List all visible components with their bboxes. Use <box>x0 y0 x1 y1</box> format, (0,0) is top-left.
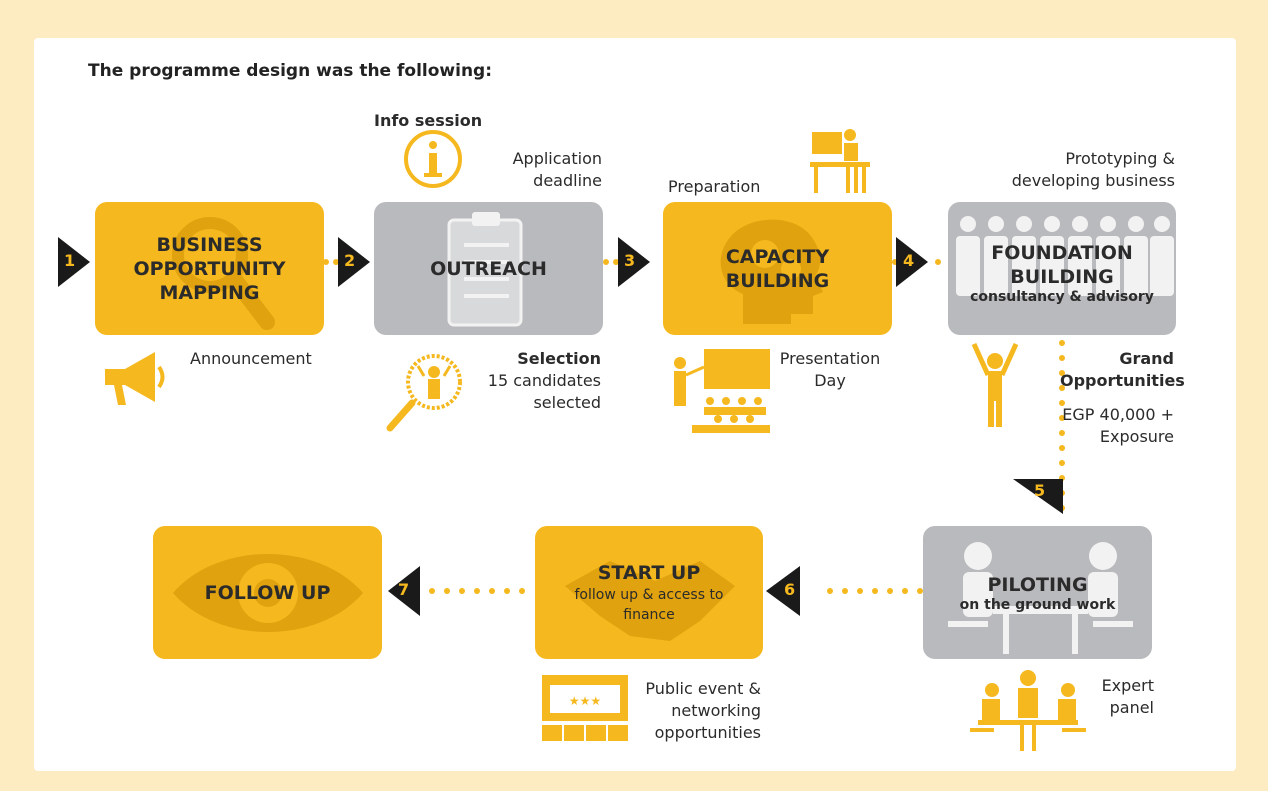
step-3-title-line-2: BUILDING <box>725 269 830 292</box>
step-number-4: 4 <box>903 251 915 270</box>
step-4-title-line-1: FOUNDATION <box>991 241 1133 264</box>
handshake-icon <box>565 561 735 641</box>
step-follow-up: FOLLOW UP <box>153 526 382 659</box>
clipboard-icon <box>447 212 523 327</box>
presentation-label-line-2: Day <box>814 371 846 390</box>
grand-label-line-2: Opportunities <box>1060 371 1185 390</box>
selection-label-line-3: selected <box>533 393 601 412</box>
public-event-icon: ★★★ <box>542 675 628 741</box>
celebrating-person-icon <box>971 342 1019 427</box>
step-2-title: OUTREACH <box>430 257 547 280</box>
public-event-label-line-2: networking <box>671 701 761 720</box>
step-business-opportunity-mapping: BUSINESS OPPORTUNITY MAPPING <box>95 202 324 335</box>
megaphone-icon <box>105 352 165 405</box>
info-icon <box>404 130 462 188</box>
team-icon <box>956 216 1174 296</box>
application-label-line-2: deadline <box>533 171 602 190</box>
preparation-label: Preparation <box>668 177 761 196</box>
step-number-3: 3 <box>624 251 636 270</box>
prototyping-label-line-2: developing business <box>1011 171 1175 190</box>
candidate-search-icon <box>386 354 462 432</box>
expert-panel-label-line-1: Expert <box>1101 676 1154 695</box>
step-1-title-line-3: MAPPING <box>159 281 260 304</box>
expert-panel-label-line-2: panel <box>1109 698 1154 717</box>
step-1-title-line-2: OPPORTUNITY <box>133 257 286 280</box>
grand-label-line-1: Grand <box>1119 349 1174 368</box>
step-1-title-line-1: BUSINESS <box>156 233 263 256</box>
head-gears-icon <box>720 219 823 324</box>
step-capacity-building: CAPACITY BUILDING <box>663 202 892 335</box>
grand-label-line-3: EGP 40,000 + <box>1062 405 1174 424</box>
step-number-1: 1 <box>64 251 76 270</box>
step-number-5: 5 <box>1034 481 1046 500</box>
step-number-2: 2 <box>344 251 356 270</box>
step-5-title: PILOTING <box>987 573 1088 596</box>
step-6-title: START UP <box>597 561 701 584</box>
application-label-line-1: Application <box>512 149 602 168</box>
step-6-subtitle-line-1: follow up & access to <box>574 586 724 603</box>
info-session-label: Info session <box>374 111 483 130</box>
step-number-6: 6 <box>784 580 796 599</box>
step-7-title: FOLLOW UP <box>204 581 331 604</box>
grand-label-line-4: Exposure <box>1099 427 1174 446</box>
presentation-label-line-1: Presentation <box>779 349 881 368</box>
meeting-icon <box>948 542 1133 654</box>
step-number-7: 7 <box>398 580 410 599</box>
announcement-label: Announcement <box>190 349 312 368</box>
step-piloting: PILOTING on the ground work <box>923 526 1152 659</box>
step-6-subtitle-line-2: finance <box>623 606 675 623</box>
selection-label-line-2: 15 candidates <box>487 371 601 390</box>
step-5-subtitle: on the ground work <box>959 596 1116 613</box>
prototyping-label-line-1: Prototyping & <box>1065 149 1175 168</box>
svg-text:★★★: ★★★ <box>569 694 601 708</box>
step-outreach: OUTREACH <box>374 202 603 335</box>
magnifier-icon <box>172 217 275 330</box>
selection-label: Selection <box>517 349 601 368</box>
public-event-label-line-1: Public event & <box>645 679 761 698</box>
desk-worker-icon <box>810 129 870 193</box>
step-4-title-line-2: BUILDING <box>1010 265 1114 288</box>
step-3-title-line-1: CAPACITY <box>725 245 830 268</box>
public-event-label-line-3: opportunities <box>654 723 761 742</box>
expert-panel-icon <box>970 670 1086 751</box>
page-heading: The programme design was the following: <box>88 61 493 81</box>
step-4-subtitle: consultancy & advisory <box>970 288 1154 305</box>
step-foundation-building: FOUNDATION BUILDING consultancy & adviso… <box>948 202 1176 335</box>
step-start-up: START UP follow up & access to finance <box>535 526 763 659</box>
eye-icon <box>173 554 363 632</box>
presentation-icon <box>674 349 770 433</box>
